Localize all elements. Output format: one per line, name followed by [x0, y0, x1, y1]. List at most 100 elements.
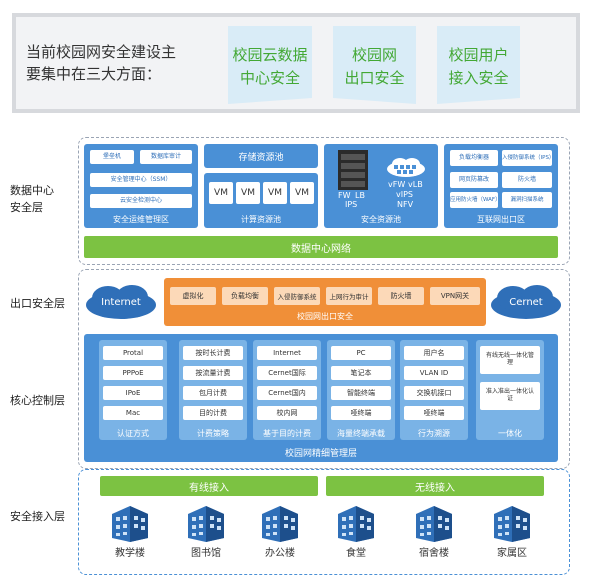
building-icon	[338, 506, 374, 542]
exit-core-frame	[78, 269, 570, 469]
building-label: 办公楼	[265, 548, 295, 559]
side-line: 安全层	[10, 200, 43, 214]
wireless-access-bar: 无线接入	[326, 476, 544, 496]
core-column-label: 一体化	[498, 428, 522, 438]
core-item[interactable]: Protal	[103, 346, 163, 360]
aspect-line: 校园网	[351, 46, 397, 64]
behavior-audit-button[interactable]: 上网行为审计	[326, 287, 372, 305]
internet-exit-label: 互联网出口区	[477, 214, 525, 224]
core-item[interactable]: 智能终端	[331, 386, 391, 400]
core-item[interactable]: PC	[331, 346, 391, 360]
vm-button[interactable]: VM	[209, 182, 233, 204]
aspect-line: 中心安全	[239, 68, 300, 87]
intro-line: 当前校园网安全建设主	[26, 43, 177, 61]
core-column-label: 海量终端承载	[337, 428, 385, 438]
core-item[interactable]: 校内网	[257, 406, 317, 420]
building-label: 教学楼	[115, 548, 145, 559]
aspect-line: 校园用户	[448, 46, 509, 64]
waf-button[interactable]: 应用防火墙（WAF）	[450, 192, 501, 208]
side-label-exit: 出口安全层	[10, 297, 65, 310]
cloud-detect-button[interactable]: 云安全检测中心	[90, 194, 192, 208]
bastion-button[interactable]: 堡垒机	[90, 150, 134, 164]
exit-zone-label: 校园网出口安全	[297, 311, 353, 321]
core-item[interactable]: 交换机接口	[404, 386, 464, 400]
cernet-label: Cernet	[509, 296, 543, 308]
intro-text: 当前校园网安全建设主 要集中在三大方面：	[26, 42, 216, 86]
building-icon	[416, 506, 452, 542]
core-label: 校园网精细管理层	[284, 448, 357, 459]
nfv-label: NFV	[397, 200, 414, 209]
load-balance-button[interactable]: 负载均衡	[222, 287, 268, 305]
virtualization-button[interactable]: 虚拟化	[170, 287, 216, 305]
aspect-dc: 校园云数据 中心安全	[228, 44, 312, 89]
core-item[interactable]: 按时长计费	[183, 346, 243, 360]
core-item[interactable]: 哑终端	[404, 406, 464, 420]
firewall-button[interactable]: 防火墙	[502, 172, 552, 188]
vfw-label: vFW	[388, 180, 406, 189]
aspect-banners	[228, 26, 520, 104]
core-column-label: 计费策略	[197, 428, 229, 438]
core-item[interactable]: Internet	[257, 346, 317, 360]
virtual-cloud-icon	[387, 158, 425, 177]
core-item[interactable]: VLAN ID	[404, 366, 464, 380]
core-item[interactable]: IPoE	[103, 386, 163, 400]
side-label-dc: 数据中心安全层	[10, 183, 54, 216]
vips-label: vIPS	[396, 190, 413, 199]
dc-network-bar: 数据中心网络	[84, 236, 558, 258]
ssm-button[interactable]: 安全管理中心（SSM）	[90, 173, 192, 187]
core-item[interactable]: Mac	[103, 406, 163, 420]
fw-label: FW	[338, 191, 351, 200]
db-audit-button[interactable]: 数据库审计	[140, 150, 192, 164]
cernet-cloud-icon	[491, 285, 561, 319]
core-item[interactable]: 准入准出一体化认证	[480, 382, 540, 410]
aspect-line: 接入安全	[448, 68, 509, 87]
core-item[interactable]: 包月计费	[183, 386, 243, 400]
side-line: 数据中心	[10, 184, 54, 197]
aspect-user: 校园用户 接入安全	[437, 44, 520, 89]
load-balancer-button[interactable]: 负载均衡器	[450, 150, 498, 166]
vlb-label: vLB	[408, 180, 423, 189]
access-frame	[78, 469, 570, 575]
building-icon	[494, 506, 530, 542]
building-icon	[112, 506, 148, 542]
building-icon	[188, 506, 224, 542]
ips-label: IPS	[345, 200, 358, 209]
core-item[interactable]: 笔记本	[331, 366, 391, 380]
compute-label: 计算资源池	[241, 214, 281, 224]
web-tamper-button[interactable]: 网页防篡改	[450, 172, 498, 188]
core-item[interactable]: 目的计费	[183, 406, 243, 420]
core-item[interactable]: Cernet国内	[257, 386, 317, 400]
core-item[interactable]: 哑终端	[331, 406, 391, 420]
core-item[interactable]: Cernet国际	[257, 366, 317, 380]
building-label: 食堂	[346, 548, 366, 559]
side-label-access: 安全接入层	[10, 510, 65, 523]
aspect-exit: 校园网 出口安全	[333, 44, 416, 89]
building-label: 家属区	[497, 548, 527, 559]
side-label-core: 核心控制层	[10, 394, 65, 407]
vpn-gateway-button[interactable]: VPN网关	[430, 287, 480, 305]
core-item[interactable]: 有线无线一体化管理	[480, 346, 540, 374]
aspect-line: 出口安全	[344, 68, 405, 87]
building-icon	[262, 506, 298, 542]
internet-label: Internet	[101, 296, 141, 308]
ips-button[interactable]: 入侵防御系统	[274, 287, 320, 305]
dc-frame	[78, 137, 570, 265]
aspect-line: 校园云数据	[232, 46, 308, 64]
hardware-chassis-icon	[338, 150, 368, 190]
building-label: 宿舍楼	[419, 548, 449, 559]
intro-line: 要集中在三大方面：	[26, 64, 162, 83]
vm-button[interactable]: VM	[263, 182, 287, 204]
core-item[interactable]: PPPoE	[103, 366, 163, 380]
core-column-label: 行为溯源	[418, 428, 450, 438]
vm-button[interactable]: VM	[236, 182, 260, 204]
ops-label: 安全运维管理区	[113, 214, 169, 224]
vm-button[interactable]: VM	[290, 182, 314, 204]
internet-cloud-icon	[86, 285, 156, 319]
core-item[interactable]: 按流量计费	[183, 366, 243, 380]
ips-button[interactable]: 入侵防御系统（IPS）	[502, 150, 554, 166]
storage-pool	[204, 144, 318, 168]
firewall-button[interactable]: 防火墙	[378, 287, 424, 305]
core-item[interactable]: 用户名	[404, 346, 464, 360]
vuln-scan-button[interactable]: 漏洞扫描系统	[502, 192, 552, 208]
core-column-label: 认证方式	[117, 428, 149, 438]
